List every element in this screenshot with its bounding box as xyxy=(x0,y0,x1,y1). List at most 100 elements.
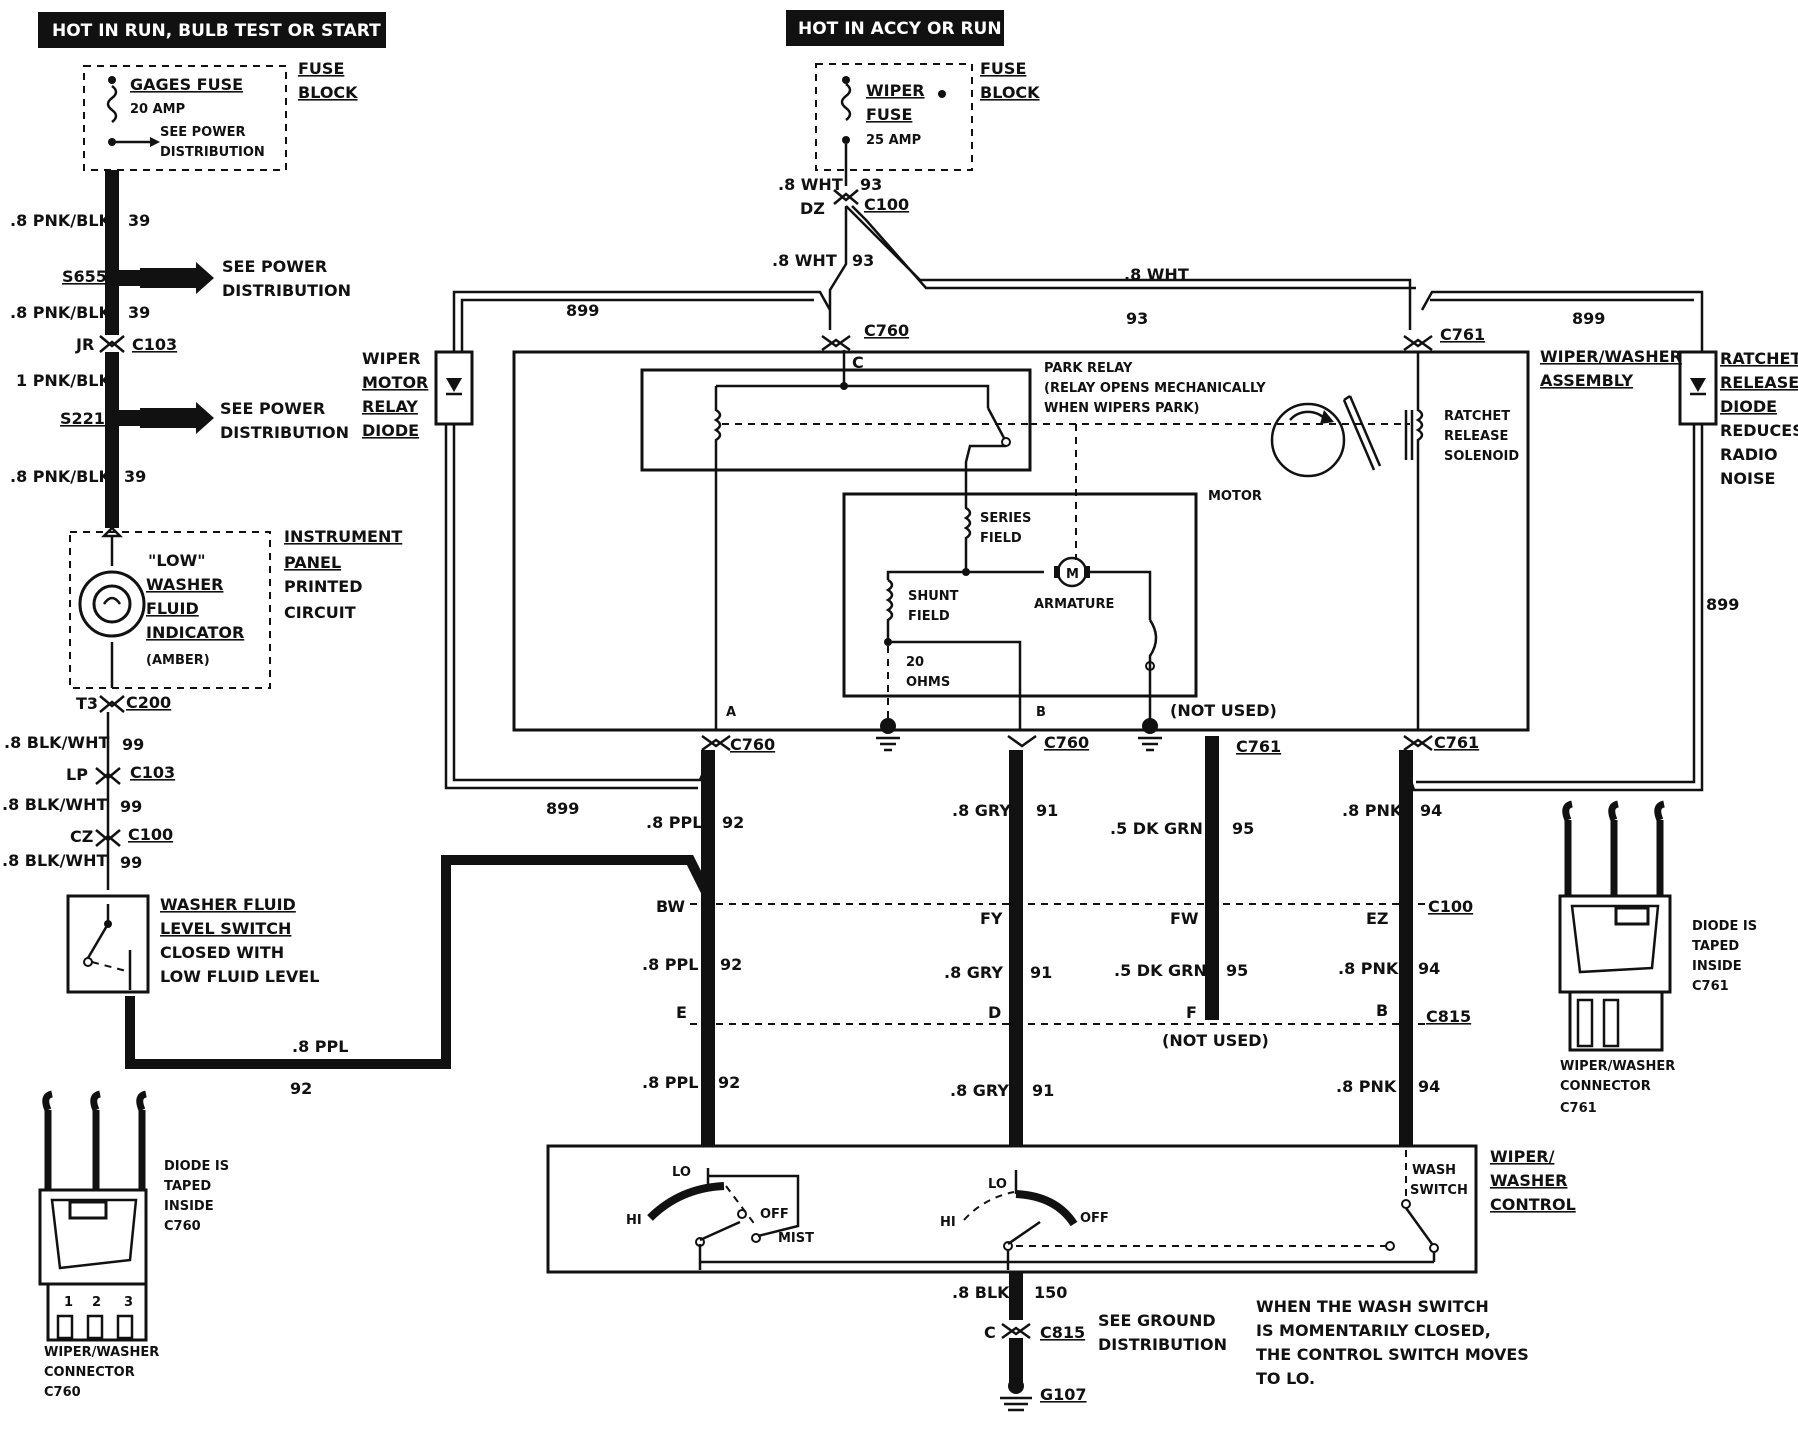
gages-see-power-2: DISTRIBUTION xyxy=(160,145,265,160)
ohms-label: OHMS xyxy=(906,675,950,690)
connector-icon xyxy=(95,829,121,847)
connector-pin: CZ xyxy=(70,827,93,846)
connector-name: C761 xyxy=(1560,1101,1597,1116)
connector-pin: B xyxy=(1376,1001,1388,1020)
connector-icon xyxy=(1007,734,1037,748)
wiper-fuse-label: WIPER xyxy=(866,81,925,100)
shunt-field-label: SHUNT xyxy=(908,589,959,604)
shunt-field-icon xyxy=(885,578,894,640)
diode-note: INSIDE xyxy=(164,1199,214,1214)
wire-label: .8 BLK/WHT xyxy=(4,733,109,752)
wire-label: .8 PNK xyxy=(1338,959,1399,978)
note-text: WHEN THE WASH SWITCH xyxy=(1256,1297,1489,1316)
wire-label: .8 PNK xyxy=(1336,1077,1397,1096)
see-power-label: SEE POWER xyxy=(220,399,325,418)
instrument-panel-label: INSTRUMENT xyxy=(284,527,402,546)
circuit-number: 150 xyxy=(1034,1283,1067,1302)
control-label: CONTROL xyxy=(1490,1195,1576,1214)
wire-label: .8 WHT xyxy=(772,251,837,270)
left-header-text: HOT IN RUN, BULB TEST OR START xyxy=(52,21,381,41)
connector-pin: EZ xyxy=(1366,909,1389,928)
connector-icon xyxy=(95,767,121,785)
wire-label: .8 PPL xyxy=(646,813,702,832)
center-header-text: HOT IN ACCY OR RUN xyxy=(798,19,1002,39)
wiper-fuse-icon xyxy=(840,83,852,121)
instrument-panel-label: PRINTED xyxy=(284,577,363,596)
washer-fluid-switch-box xyxy=(66,894,150,994)
ratchet-solenoid-coil xyxy=(1415,352,1424,720)
connector-c760: C760 xyxy=(730,735,775,754)
not-used-label: (NOT USED) xyxy=(1162,1031,1269,1050)
wire-label: .8 BLK/WHT xyxy=(2,851,107,870)
ratchet-diode-label: DIODE xyxy=(1720,397,1777,416)
ground-icon xyxy=(1008,1378,1024,1394)
connector-icon xyxy=(1001,1322,1031,1340)
connector-pin: C xyxy=(852,353,864,372)
note-text: THE CONTROL SWITCH MOVES xyxy=(1256,1345,1529,1364)
circuit-number: 91 xyxy=(1036,801,1058,820)
see-power-label: DISTRIBUTION xyxy=(220,423,349,442)
pin-number: 2 xyxy=(92,1295,101,1310)
motor-label: MOTOR xyxy=(1208,489,1262,504)
series-field-label: FIELD xyxy=(980,531,1022,546)
connector-icon xyxy=(821,334,851,352)
switch-blade-icon xyxy=(1007,1220,1041,1246)
wash-switch-label: WASH xyxy=(1412,1163,1456,1178)
switch-contact-icon xyxy=(1015,1190,1078,1227)
ground-icon xyxy=(880,718,896,734)
instrument-panel-box xyxy=(69,531,271,689)
ground-g107: G107 xyxy=(1040,1385,1087,1404)
gages-fuse-icon xyxy=(106,85,118,123)
circuit-number: 94 xyxy=(1420,801,1442,820)
ratchet-label: RATCHET xyxy=(1444,409,1510,424)
switch-contact-icon xyxy=(647,1182,725,1221)
circuit-number: 91 xyxy=(1032,1081,1054,1100)
switch-lever-icon xyxy=(86,923,110,959)
series-field-label: SERIES xyxy=(980,511,1031,526)
diode-icon xyxy=(446,378,462,392)
connector-c100: C100 xyxy=(128,825,173,844)
diode-note: TAPED xyxy=(164,1179,211,1194)
circuit-number: 92 xyxy=(718,1073,740,1092)
center-header-box xyxy=(786,10,1004,46)
gages-fuse-label: GAGES FUSE xyxy=(130,75,243,94)
switch-position-lo: LO xyxy=(672,1165,691,1180)
diode-note: INSIDE xyxy=(1692,959,1742,974)
circuit-number: 92 xyxy=(720,955,742,974)
diode-icon xyxy=(1614,906,1650,926)
assembly-label: ASSEMBLY xyxy=(1540,371,1633,390)
arrow-icon xyxy=(140,262,214,294)
connector-icon xyxy=(1403,734,1433,752)
connector-icon xyxy=(701,734,731,752)
circuit-number: 94 xyxy=(1418,1077,1440,1096)
wash-switch-label: SWITCH xyxy=(1410,1183,1468,1198)
wire-label: .8 PNK/BLK xyxy=(10,211,112,230)
connector-c761: C761 xyxy=(1236,737,1281,756)
connector-pin: T3 xyxy=(76,694,98,713)
connector-c100: C100 xyxy=(864,195,909,214)
connector-c761-illustration xyxy=(1558,800,1672,1052)
circuit-number: 99 xyxy=(122,735,144,754)
park-relay-label: (RELAY OPENS MECHANICALLY xyxy=(1044,381,1266,396)
wire-label: .8 PNK/BLK xyxy=(10,303,112,322)
connector-c200: C200 xyxy=(126,693,171,712)
wiper-fuse-rating: 25 AMP xyxy=(866,133,921,148)
circuit-number: 95 xyxy=(1232,819,1254,838)
park-relay-label: WHEN WIPERS PARK) xyxy=(1044,401,1199,416)
wire-label: .8 PNK/BLK xyxy=(10,467,112,486)
connector-c815: C815 xyxy=(1426,1007,1471,1026)
circuit-number: 39 xyxy=(128,303,150,322)
wire-label: .8 WHT xyxy=(1124,265,1189,284)
gages-fuse-block-1: FUSE xyxy=(298,59,344,78)
circuit-number: 95 xyxy=(1226,961,1248,980)
relay-contact-icon xyxy=(986,407,1006,439)
connector-icon xyxy=(833,189,859,205)
connector-c761: C761 xyxy=(1434,733,1479,752)
splice-s221: S221 xyxy=(60,409,105,428)
connector-c103: C103 xyxy=(132,335,177,354)
circuit-number: 899 xyxy=(1706,595,1739,614)
washer-switch-label: WASHER FLUID xyxy=(160,895,296,914)
circuit-number: 899 xyxy=(1572,309,1605,328)
diode-note: DIODE IS xyxy=(164,1159,229,1174)
